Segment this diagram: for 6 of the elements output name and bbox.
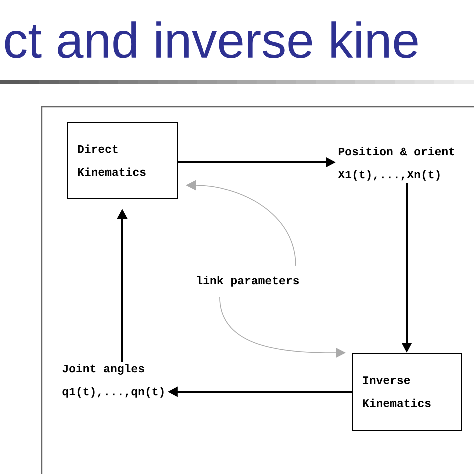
text-label: Joint angles q1(t),...,qn(t) [62, 364, 164, 398]
text-label: link parameters [197, 276, 299, 287]
process-box: Direct Kinematics [67, 122, 178, 199]
slide-title: ct and inverse kine [5, 22, 418, 58]
process-box: Inverse Kinematics [352, 353, 462, 431]
text-label: Position & orient X1(t),...,Xn(t) [338, 147, 454, 181]
